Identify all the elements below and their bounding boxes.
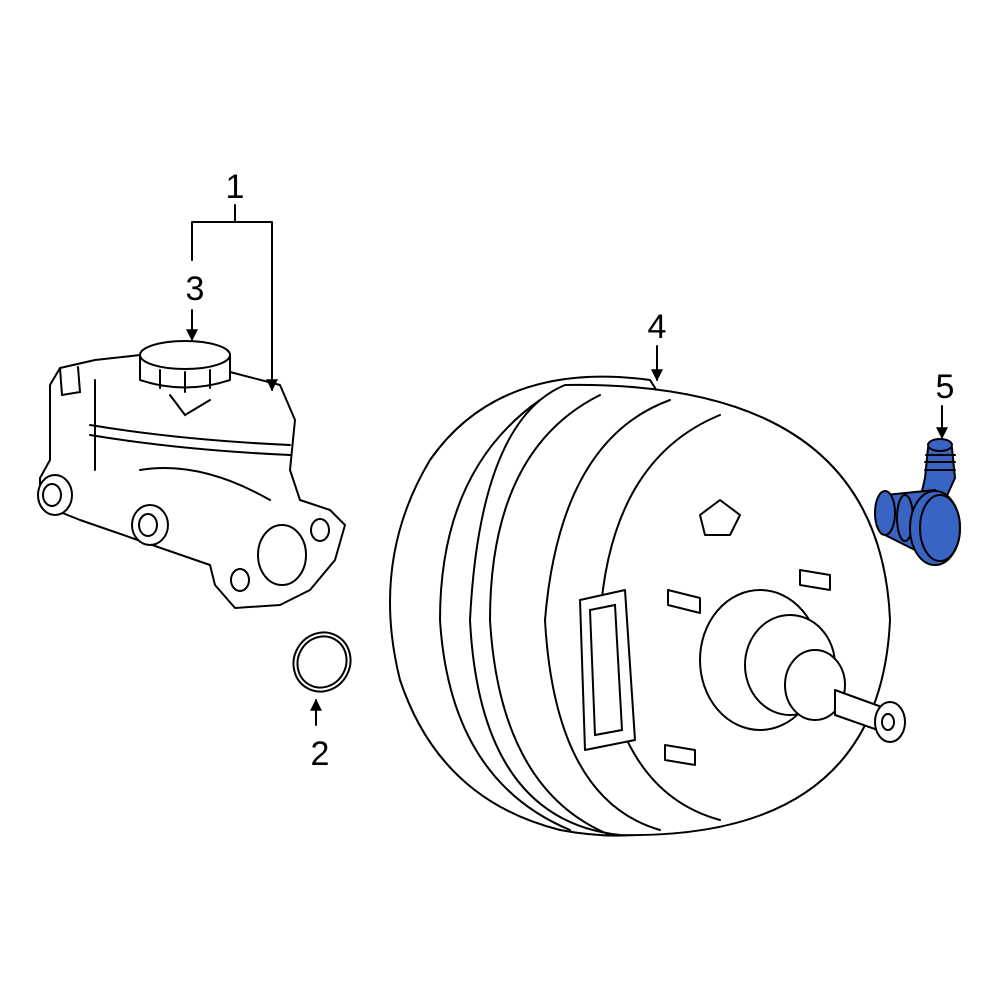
callout-2: 2: [310, 698, 330, 773]
callout-3: 3: [186, 270, 205, 342]
svg-text:3: 3: [186, 270, 205, 308]
brake-booster[interactable]: [389, 375, 906, 837]
o-ring[interactable]: [283, 622, 361, 702]
svg-text:4: 4: [648, 308, 667, 346]
check-valve[interactable]: [874, 438, 961, 566]
callout-5: 5: [936, 368, 955, 440]
svg-text:2: 2: [311, 735, 330, 773]
svg-text:5: 5: [936, 368, 955, 406]
master-cylinder[interactable]: [37, 354, 346, 609]
callout-4: 4: [648, 308, 667, 382]
reservoir-cap[interactable]: [139, 340, 231, 393]
svg-text:1: 1: [226, 168, 245, 206]
callout-1: 1: [191, 168, 272, 390]
